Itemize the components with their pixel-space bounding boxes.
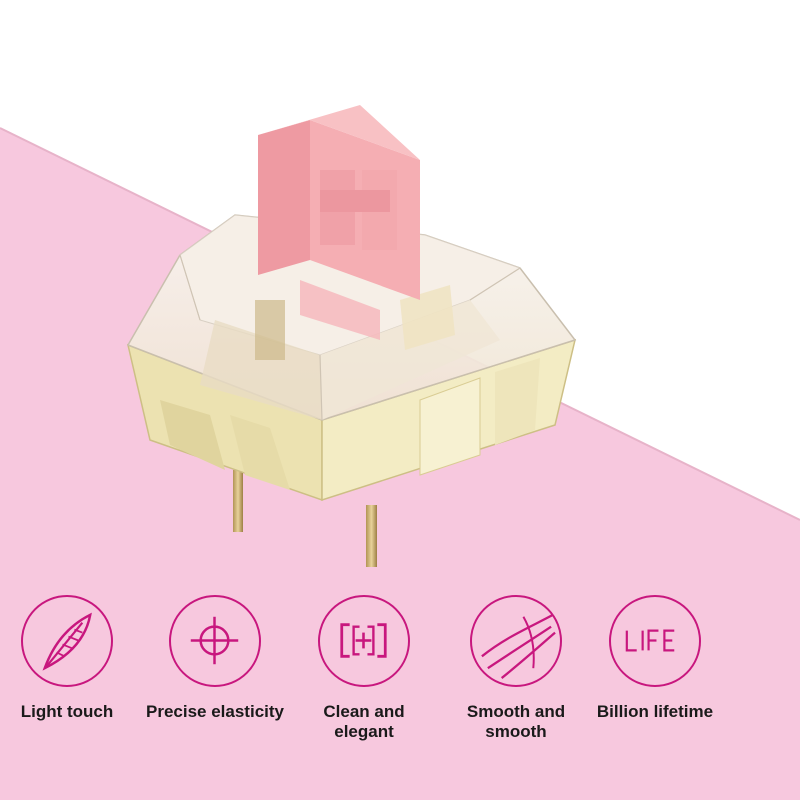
- feature-label: Light touch: [20, 702, 114, 721]
- feature-label: Precise elasticity: [146, 702, 284, 721]
- feature-light-touch: Light touch: [0, 590, 147, 780]
- life-icon: [625, 629, 675, 652]
- feature-label: Clean and elegant: [323, 702, 405, 741]
- feature-icon-circle: [169, 595, 261, 687]
- switch-stem: [258, 105, 420, 340]
- feature-smooth-and-smooth: Smooth and smooth: [436, 590, 596, 780]
- feather-icon: [42, 612, 92, 671]
- feature-icon-circle: [318, 595, 410, 687]
- switch-pin-left: [233, 470, 243, 532]
- feature-icon-circle: [470, 595, 562, 687]
- bottom-housing: [126, 338, 577, 502]
- curve-icon: [481, 613, 556, 679]
- feature-label: Billion lifetime: [596, 702, 714, 721]
- feature-icon-circle: [21, 595, 113, 687]
- feature-label: Smooth and smooth: [466, 702, 566, 741]
- feature-clean-and-elegant: Clean and elegant: [284, 590, 444, 780]
- feature-billion-lifetime: Billion lifetime: [575, 590, 735, 780]
- bracket-plus-icon: [340, 623, 387, 658]
- switch-pin-right: [366, 505, 377, 567]
- feature-precise-elasticity: Precise elasticity: [135, 590, 295, 780]
- crosshair-icon: [190, 616, 239, 665]
- keyboard-switch-image: [126, 105, 577, 567]
- feature-icon-circle: [609, 595, 701, 687]
